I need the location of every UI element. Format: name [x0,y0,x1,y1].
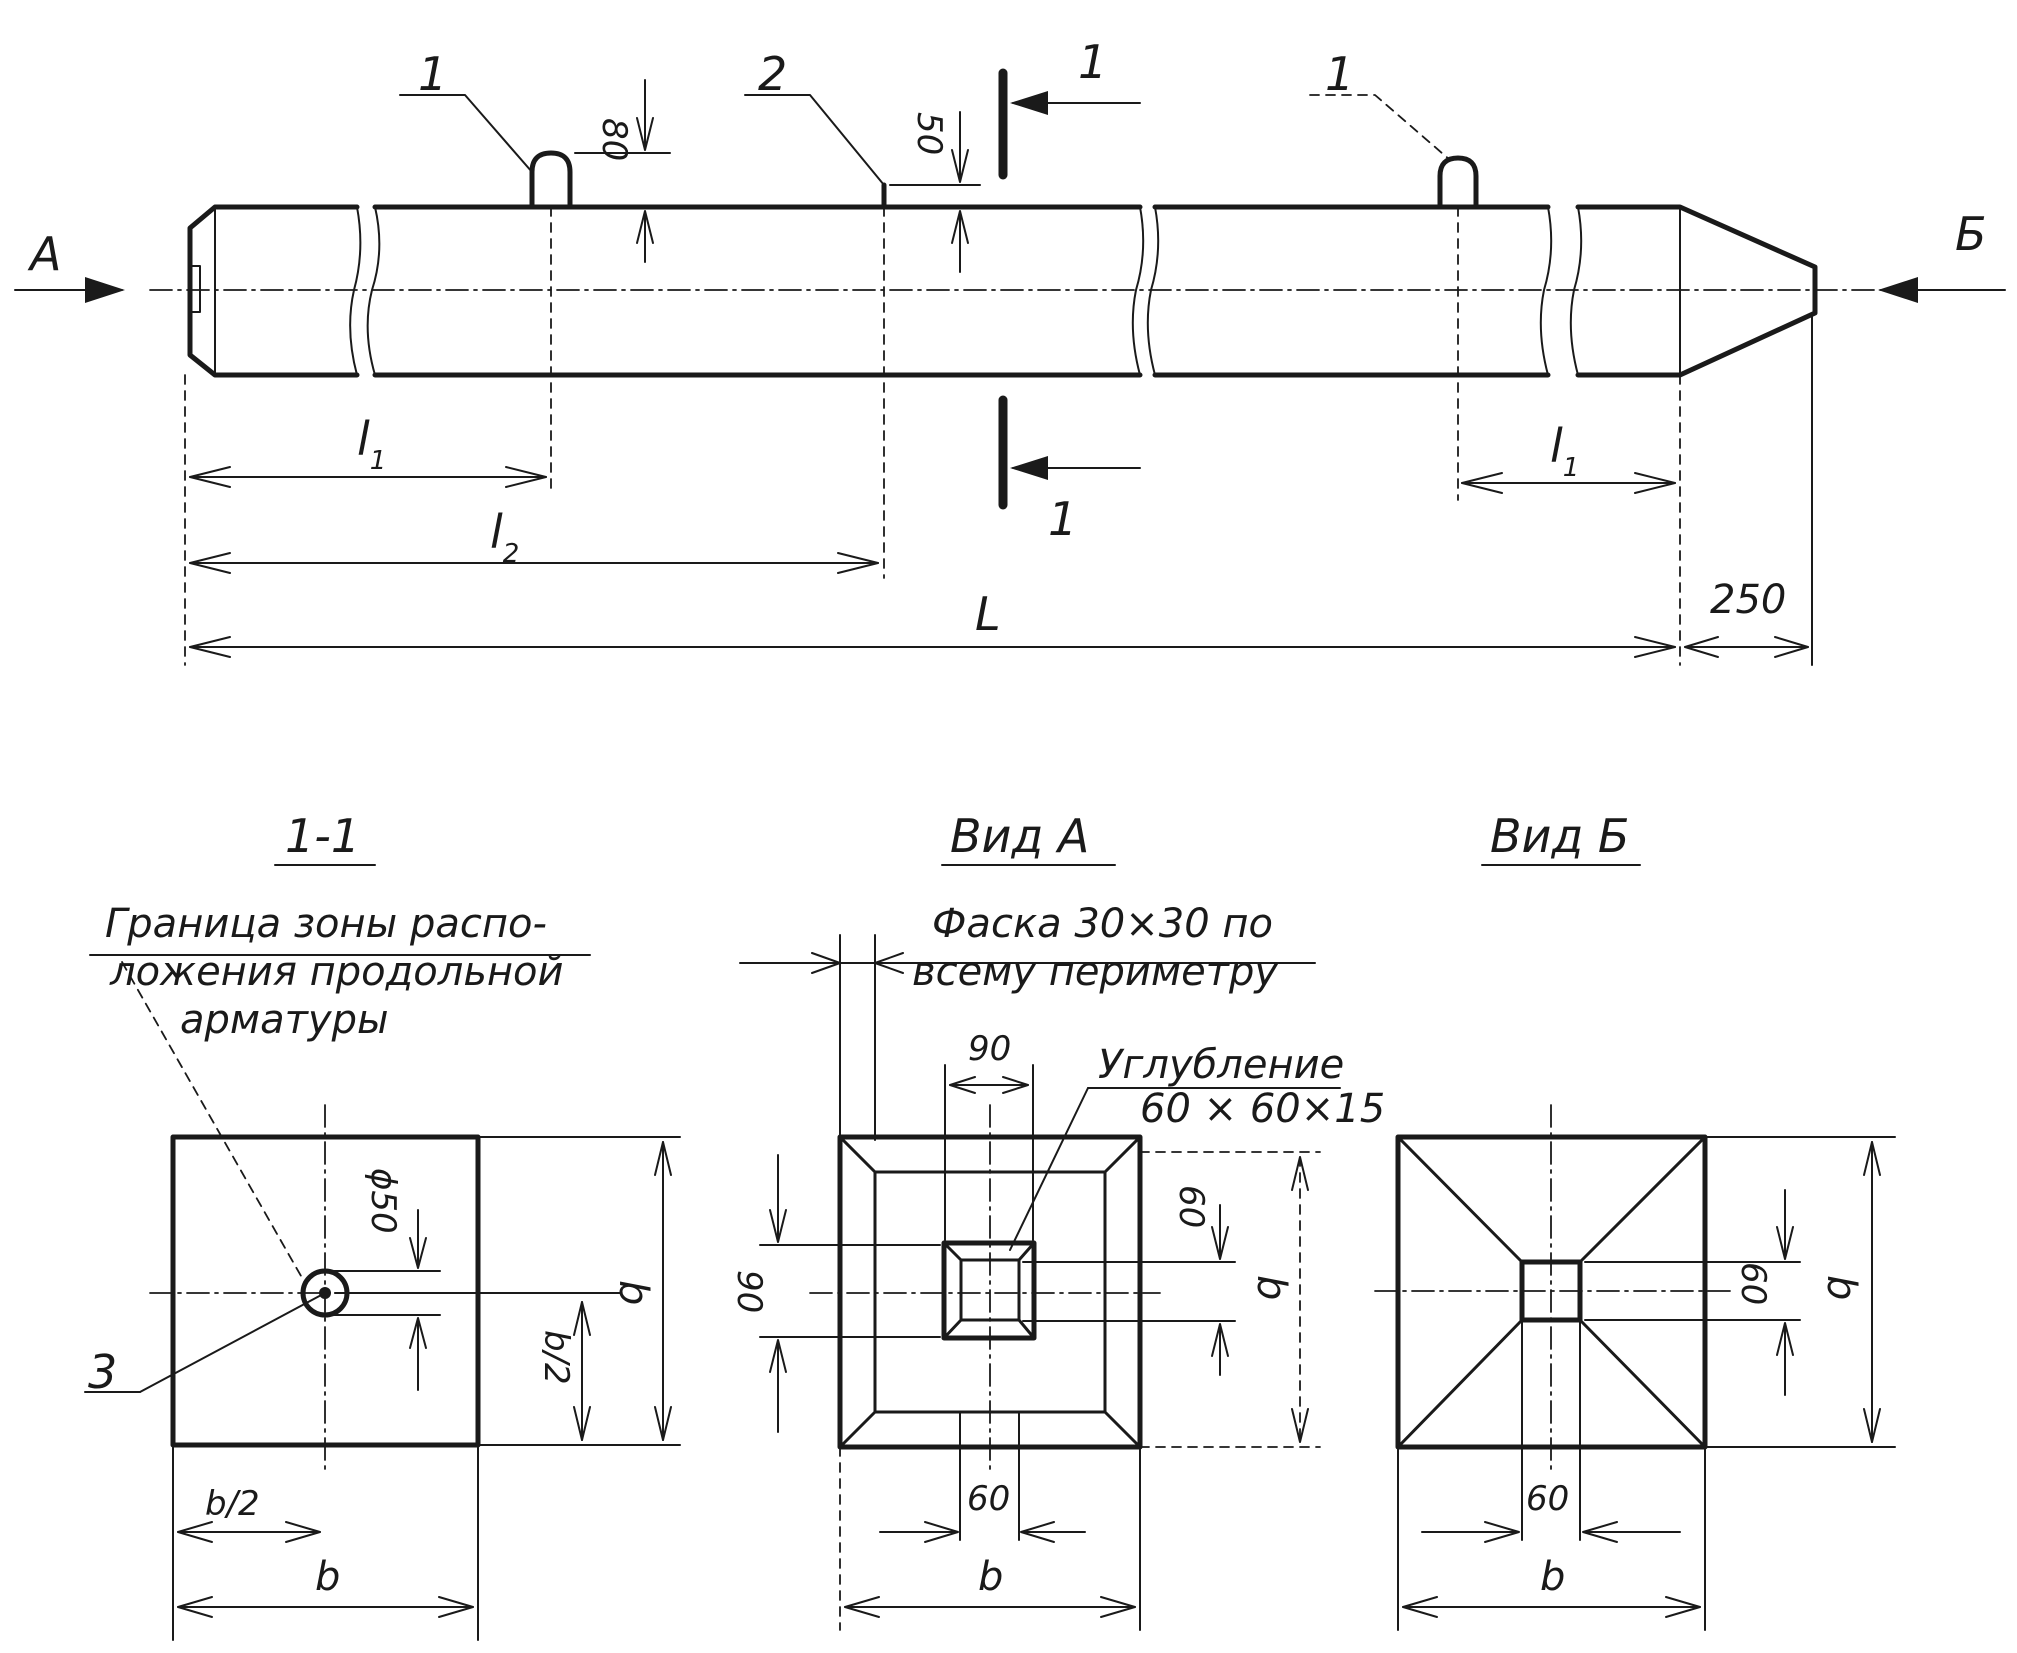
dims-main: l1 l2 L l1 250 80 50 [184,79,1813,666]
callout-2: 2 [758,47,787,101]
dim-l2: l2 [490,505,519,569]
dim-60-view-b-right: 60 [1733,1262,1773,1305]
section-marker-top: 1 [1078,35,1107,89]
dim-90-top: 90 [968,1029,1011,1069]
section-cut-1-1: 1 1 [998,35,1141,546]
dim-60-right: 60 [1171,1185,1211,1228]
pile-segment-2 [372,204,1143,378]
view-arrows: А Б [14,207,2006,303]
title-view-b: Вид Б [1490,809,1629,863]
dim-phi50: ϕ50 [363,1168,403,1234]
dim-b-right: b [610,1280,656,1305]
dim-50: 50 [909,112,949,155]
pile-segment-3 [1152,204,1551,378]
dim-b-view-a-right: b [1248,1275,1294,1300]
dim-80: 80 [594,118,634,161]
dim-b-bottom: b [315,1554,340,1600]
callout-1-right: 1 [1325,47,1354,101]
dim-b-view-b-right: b [1818,1275,1864,1300]
view-titles: 1-1 Вид А Вид Б [274,809,1641,866]
view-arrow-a-label: А [27,227,61,281]
recess-outer [941,1240,1037,1341]
view-b: 60 b 60 b [1374,1104,1896,1631]
callout-1-left: 1 [418,47,447,101]
dim-l1-left: l1 [357,412,386,476]
section-marker-bottom: 1 [1048,492,1077,546]
dim-l1-right: l1 [1550,419,1579,483]
dim-L: L [975,587,1001,641]
view-arrow-b-label: Б [1955,207,1987,261]
dim-250: 250 [1710,577,1786,623]
callouts-main: 1 2 1 [399,47,1451,186]
view-a: Фаска 30×30 по всему периметру Углублени… [729,901,1385,1631]
dim-b-view-b-bottom: b [1540,1554,1565,1600]
dim-90-left: 90 [729,1270,769,1313]
callout-3: 3 [88,1345,117,1399]
dim-60-view-b-bottom: 60 [1526,1479,1569,1519]
lifting-loop-right [1437,155,1479,210]
pile-tip [1575,204,1818,378]
dim-60-bottom: 60 [967,1479,1010,1519]
title-view-a: Вид А [950,809,1089,863]
head-recess [189,265,201,313]
lifting-loop-left [529,150,573,210]
pile-elevation [149,150,1911,378]
dim-b-view-a-bottom: b [978,1554,1003,1600]
dim-b-half-bottom: b/2 [205,1484,260,1524]
section-1-1: Граница зоны распо- ложения продольной а… [84,901,681,1641]
dim-b-half-right: b/2 [536,1330,576,1385]
note-chamfer-line2: всему периметру [912,949,1279,995]
note-zone-line2: ложения продольной [109,949,564,995]
title-section-1-1: 1-1 [285,809,360,863]
note-recess-line1: Углубление [1098,1042,1344,1088]
note-zone-line1: Граница зоны распо- [105,901,547,947]
note-zone-line3: арматуры [180,997,389,1043]
note-chamfer-line1: Фаска 30×30 по [932,901,1273,947]
note-recess-line2: 60 × 60×15 [1140,1086,1385,1132]
